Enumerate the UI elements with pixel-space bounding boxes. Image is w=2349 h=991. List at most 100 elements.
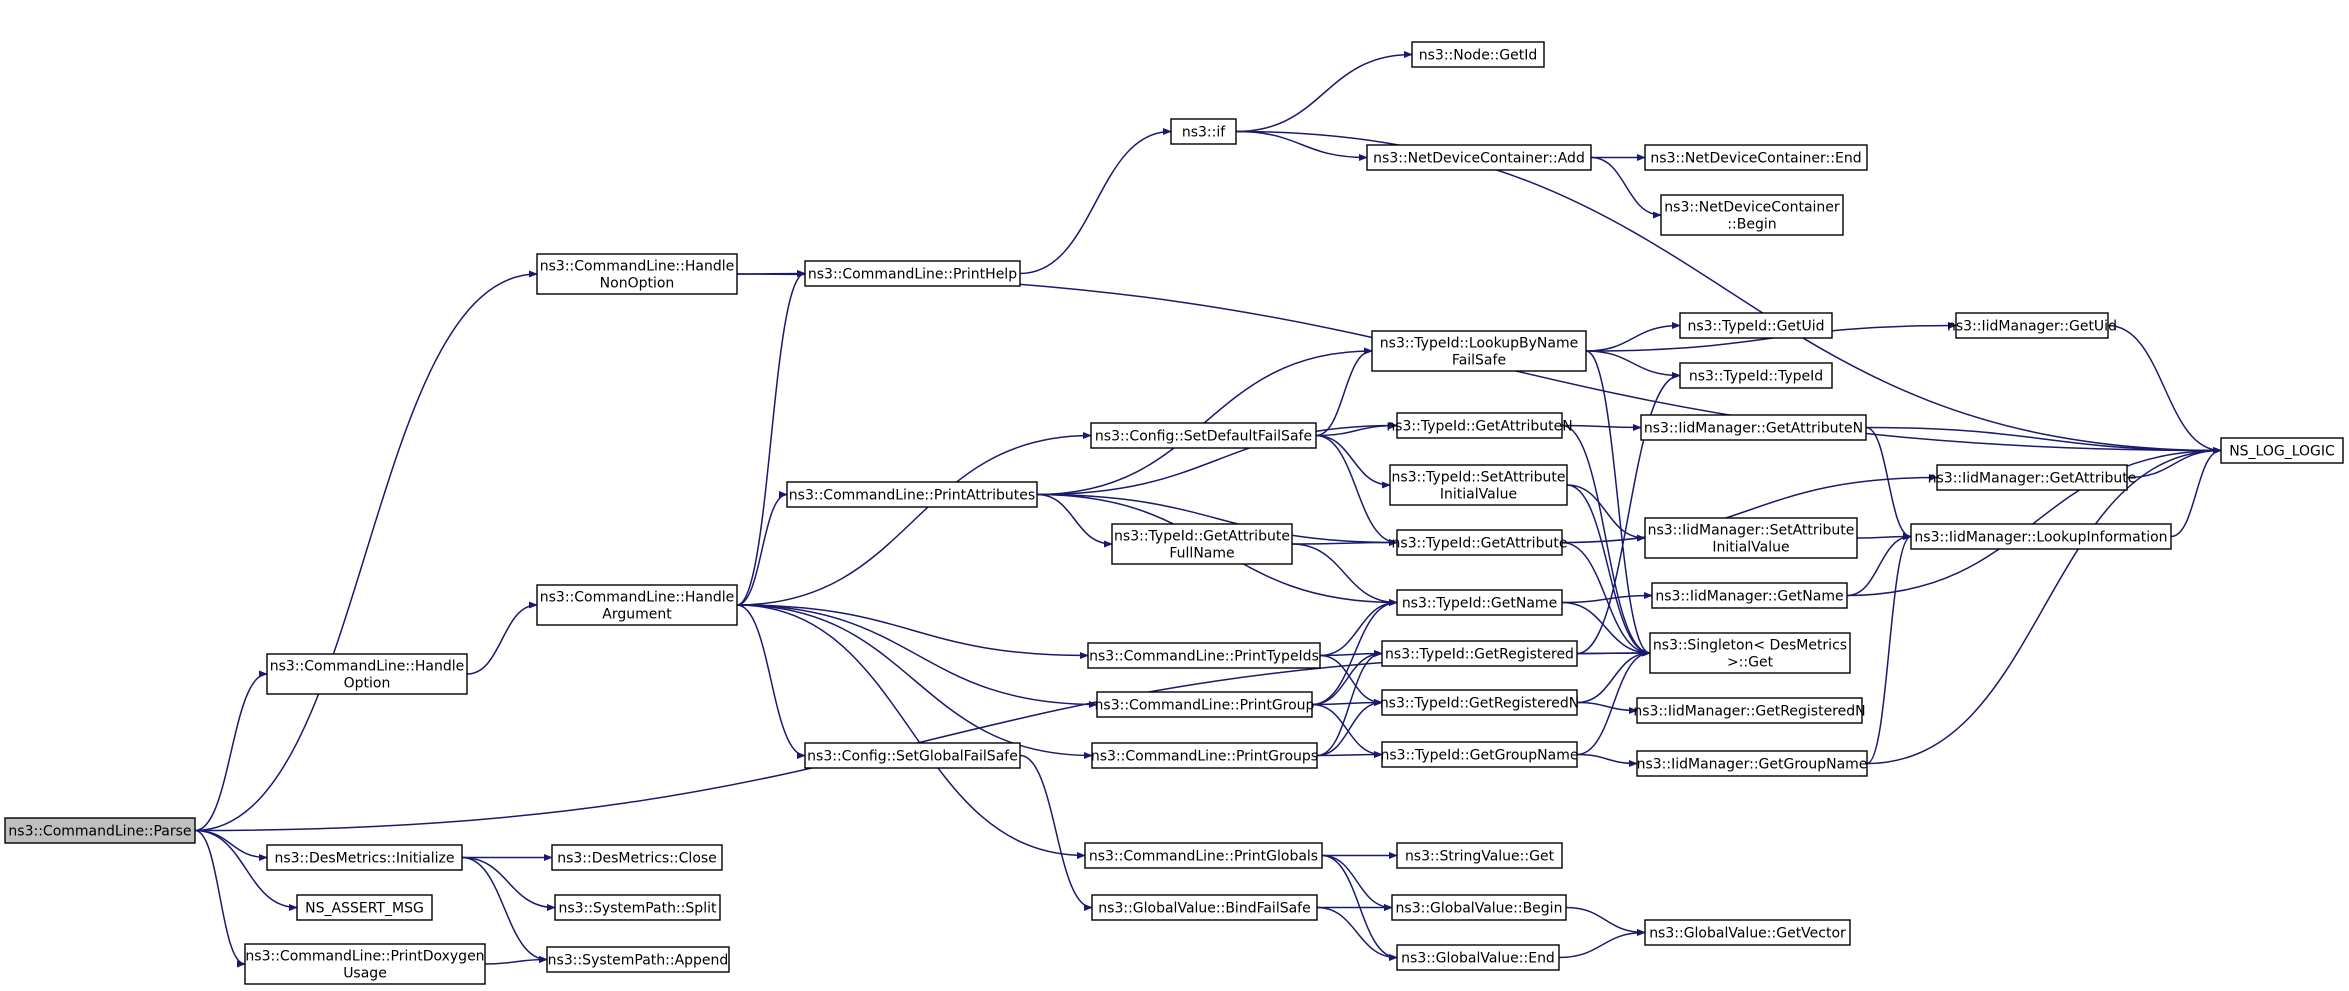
node-desmetrics-init-box	[266, 844, 463, 871]
node-print-typeids[interactable]: ns3::CommandLine::PrintTypeIds	[1087, 642, 1321, 669]
node-iid-lookupinfo[interactable]: ns3::IidManager::LookupInformation	[1910, 523, 2172, 550]
node-iid-getregisteredn-box	[1636, 697, 1863, 724]
node-ndc-begin[interactable]: ns3::NetDeviceContainer::Begin	[1660, 194, 1844, 236]
edge-ns3-if-to-ns-log-logic	[1235, 130, 2222, 455]
edge-print-help-to-ns3-if	[1019, 127, 1172, 275]
node-print-doxygen-box	[244, 943, 486, 985]
edge-typeid-getname-to-singleton-get	[1561, 601, 1651, 657]
node-desmetrics-init[interactable]: ns3::DesMetrics::Initialize	[266, 844, 463, 871]
node-ns3-if[interactable]: ns3::if	[1170, 118, 1237, 145]
edge-parse-to-handle-option	[194, 670, 268, 832]
node-iid-getuid[interactable]: ns3::IidManager::GetUid	[1947, 312, 2117, 339]
node-typeid-getregistered[interactable]: ns3::TypeId::GetRegistered	[1381, 640, 1578, 667]
edge-parse-to-handle-nonoption	[194, 270, 538, 832]
node-desmetrics-close[interactable]: ns3::DesMetrics::Close	[551, 844, 723, 871]
edge-print-attributes-to-typeid-getattrn	[1036, 421, 1398, 496]
node-print-groups-box	[1091, 742, 1318, 769]
node-ns-assert-msg[interactable]: NS_ASSERT_MSG	[296, 894, 433, 921]
node-typeid-getattr-fullname-label-1: ns3::TypeId::GetAttribute	[1114, 529, 1290, 545]
node-gv-begin[interactable]: ns3::GlobalValue::Begin	[1391, 894, 1567, 921]
node-typeid-setattr-init-label-2: InitialValue	[1440, 487, 1517, 503]
node-ndc-add[interactable]: ns3::NetDeviceContainer::Add	[1366, 144, 1592, 171]
node-typeid-setattr-init-box	[1389, 464, 1568, 506]
node-gv-getvector[interactable]: ns3::GlobalValue::GetVector	[1644, 919, 1851, 946]
node-singleton-get[interactable]: ns3::Singleton< DesMetrics>::Get	[1649, 632, 1851, 674]
node-systempath-split[interactable]: ns3::SystemPath::Split	[554, 894, 721, 921]
node-typeid-getregisteredn[interactable]: ns3::TypeId::GetRegisteredN	[1380, 689, 1579, 716]
edge-ndc-add-to-ndc-begin	[1590, 156, 1662, 219]
edge-print-group-to-typeid-getgroupname	[1311, 703, 1383, 759]
node-config-setglobal[interactable]: ns3::Config::SetGlobalFailSafe	[804, 742, 1021, 769]
edge-typeid-lookup-to-typeid-getuid	[1585, 321, 1681, 352]
node-typeid-getattribute-box	[1396, 529, 1563, 556]
node-iid-getgroupname[interactable]: ns3::IidManager::GetGroupName	[1636, 750, 1868, 777]
node-iid-getregisteredn[interactable]: ns3::IidManager::GetRegisteredN	[1633, 697, 1866, 724]
node-stringvalue-get[interactable]: ns3::StringValue::Get	[1396, 842, 1563, 869]
node-iid-getattrn-box	[1640, 414, 1867, 441]
node-typeid-getname[interactable]: ns3::TypeId::GetName	[1396, 589, 1563, 616]
node-typeid-getattrn[interactable]: ns3::TypeId::GetAttributeN	[1386, 412, 1573, 439]
node-iid-setattr-init[interactable]: ns3::IidManager::SetAttributeInitialValu…	[1644, 517, 1858, 559]
node-gv-end[interactable]: ns3::GlobalValue::End	[1396, 944, 1560, 971]
node-node-getid[interactable]: ns3::Node::GetId	[1411, 41, 1545, 68]
node-print-group[interactable]: ns3::CommandLine::PrintGroup	[1095, 691, 1315, 718]
node-gv-bindfailsafe[interactable]: ns3::GlobalValue::BindFailSafe	[1091, 894, 1318, 921]
node-typeid-typeid[interactable]: ns3::TypeId::TypeId	[1679, 362, 1833, 389]
edge-typeid-getattrn-to-iid-getattrn	[1561, 423, 1642, 432]
node-singleton-get-box	[1649, 632, 1851, 674]
node-typeid-getregisteredn-box	[1381, 689, 1578, 716]
node-iid-getuid-box	[1955, 312, 2109, 339]
node-typeid-lookup-label-2: FailSafe	[1452, 353, 1506, 369]
edge-typeid-getattrn-to-singleton-get	[1561, 424, 1651, 657]
node-config-setdefault[interactable]: ns3::Config::SetDefaultFailSafe	[1090, 422, 1317, 449]
edge-handle-argument-to-print-groups	[736, 604, 1093, 760]
node-config-setglobal-label-1: ns3::Config::SetGlobalFailSafe	[807, 749, 1018, 765]
node-ndc-begin-label-1: ns3::NetDeviceContainer	[1664, 200, 1840, 216]
node-print-globals[interactable]: ns3::CommandLine::PrintGlobals	[1084, 842, 1323, 869]
node-iid-getattribute[interactable]: ns3::IidManager::GetAttribute	[1928, 464, 2137, 491]
node-iid-lookupinfo-label-1: ns3::IidManager::LookupInformation	[1914, 530, 2167, 546]
node-print-attributes-box	[786, 481, 1038, 508]
node-typeid-getattribute-label-1: ns3::TypeId::GetAttribute	[1392, 536, 1568, 552]
edge-typeid-setattr-init-to-singleton-get	[1566, 484, 1651, 657]
node-print-help[interactable]: ns3::CommandLine::PrintHelp	[804, 260, 1021, 287]
edge-print-attributes-to-typeid-getattr-fullname	[1036, 493, 1113, 548]
node-systempath-append[interactable]: ns3::SystemPath::Append	[546, 946, 730, 973]
node-typeid-lookup-box	[1371, 330, 1587, 372]
edge-typeid-lookup-to-typeid-typeid	[1585, 350, 1681, 380]
edge-typeid-getregisteredn-to-singleton-get	[1576, 649, 1651, 704]
edge-print-globals-to-gv-end	[1321, 854, 1398, 962]
node-typeid-getuid[interactable]: ns3::TypeId::GetUid	[1679, 312, 1833, 339]
node-iid-getattrn[interactable]: ns3::IidManager::GetAttributeN	[1640, 414, 1867, 441]
edge-typeid-getattribute-to-singleton-get	[1561, 541, 1651, 657]
edge-parse-to-ns-assert-msg	[194, 829, 298, 912]
node-typeid-getgroupname[interactable]: ns3::TypeId::GetGroupName	[1381, 741, 1579, 768]
edge-typeid-getgroupname-to-iid-getgroupname	[1576, 753, 1638, 768]
node-handle-option-label-1: ns3::CommandLine::Handle	[270, 659, 464, 675]
node-print-attributes[interactable]: ns3::CommandLine::PrintAttributes	[786, 481, 1038, 508]
node-desmetrics-init-label-1: ns3::DesMetrics::Initialize	[274, 851, 454, 867]
node-iid-getname-box	[1651, 582, 1848, 609]
node-print-groups[interactable]: ns3::CommandLine::PrintGroups	[1091, 742, 1318, 769]
edge-print-groups-to-typeid-getgroupname	[1316, 750, 1383, 759]
node-ndc-end[interactable]: ns3::NetDeviceContainer::End	[1644, 144, 1868, 171]
node-iid-getname[interactable]: ns3::IidManager::GetName	[1651, 582, 1848, 609]
node-print-group-box	[1096, 691, 1313, 718]
node-iid-getname-label-1: ns3::IidManager::GetName	[1655, 589, 1843, 605]
node-typeid-getgroupname-label-1: ns3::TypeId::GetGroupName	[1381, 748, 1579, 764]
edge-config-setdefault-to-typeid-lookup	[1315, 347, 1373, 437]
node-typeid-getuid-label-1: ns3::TypeId::GetUid	[1687, 319, 1824, 335]
node-print-help-box	[804, 260, 1021, 287]
node-parse[interactable]: ns3::CommandLine::Parse	[4, 817, 196, 844]
node-typeid-getregisteredn-label-1: ns3::TypeId::GetRegisteredN	[1380, 696, 1579, 712]
node-typeid-getattribute[interactable]: ns3::TypeId::GetAttribute	[1392, 529, 1568, 556]
node-ns-log-logic[interactable]: NS_LOG_LOGIC	[2220, 437, 2344, 464]
